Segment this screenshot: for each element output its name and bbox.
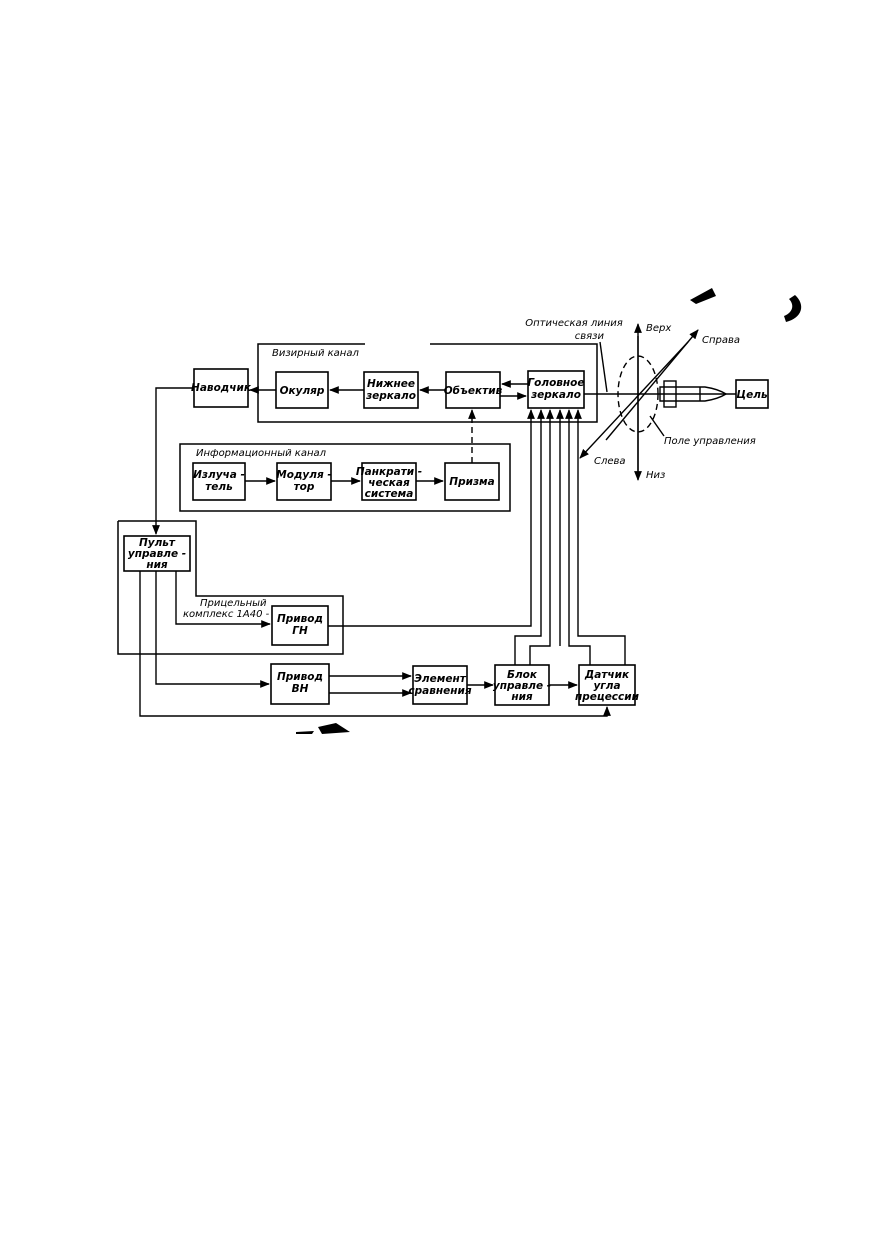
- objective-block: Объектив: [444, 371, 503, 409]
- svg-text:Цель: Цель: [736, 389, 768, 401]
- scan-artifact: [784, 295, 802, 322]
- sight-complex-label: Прицельный комплекс 1А40 - 1: [183, 598, 279, 620]
- sighting-channel-label: Визирный канал: [272, 348, 359, 359]
- optical-link-leader: [599, 341, 608, 393]
- gunner-block: Наводчик: [191, 368, 252, 408]
- svg-text:Объектив: Объектив: [444, 385, 503, 397]
- svg-text:Модуля -тор: Модуля -тор: [276, 469, 331, 493]
- information-channel-frame: [179, 443, 511, 512]
- eyepiece-block: Окуляр: [275, 371, 329, 409]
- control-field-leader: [649, 415, 665, 437]
- target-block: Цель: [735, 379, 769, 409]
- sight-complex-frame: [117, 520, 344, 655]
- svg-text:Призма: Призма: [449, 476, 494, 488]
- up-label: Верх: [646, 323, 671, 334]
- control-field-label: Поле управления: [664, 436, 756, 447]
- sighting-channel-frame: [257, 343, 598, 423]
- optical-link-label: Оптическая линия связи: [525, 318, 626, 342]
- connector: [155, 571, 270, 688]
- scan-artifact: [296, 731, 314, 734]
- connector: [574, 409, 626, 665]
- emitter-block: Излуча -тель: [192, 462, 246, 501]
- connector: [529, 409, 554, 665]
- svg-text:Наводчик: Наводчик: [191, 382, 252, 394]
- svg-text:Излуча -тель: Излуча -тель: [193, 469, 245, 493]
- missile-icon: [659, 380, 728, 408]
- left-label: Слева: [594, 456, 626, 467]
- connector: [328, 409, 535, 627]
- svg-text:Окуляр: Окуляр: [280, 385, 325, 397]
- information-channel-label: Информационный канал: [196, 448, 327, 459]
- control-field-axes: [579, 323, 699, 481]
- down-label: Низ: [646, 470, 665, 481]
- right-label: Справа: [702, 335, 740, 346]
- connector: [139, 571, 611, 717]
- prism-block: Призма: [444, 462, 500, 501]
- connector: [565, 409, 591, 665]
- connector: [175, 571, 271, 628]
- scan-artifact: [690, 288, 716, 304]
- connector: [152, 387, 194, 535]
- scan-artifact: [318, 723, 350, 734]
- modulator-block: Модуля -тор: [276, 462, 332, 501]
- connector: [514, 409, 545, 665]
